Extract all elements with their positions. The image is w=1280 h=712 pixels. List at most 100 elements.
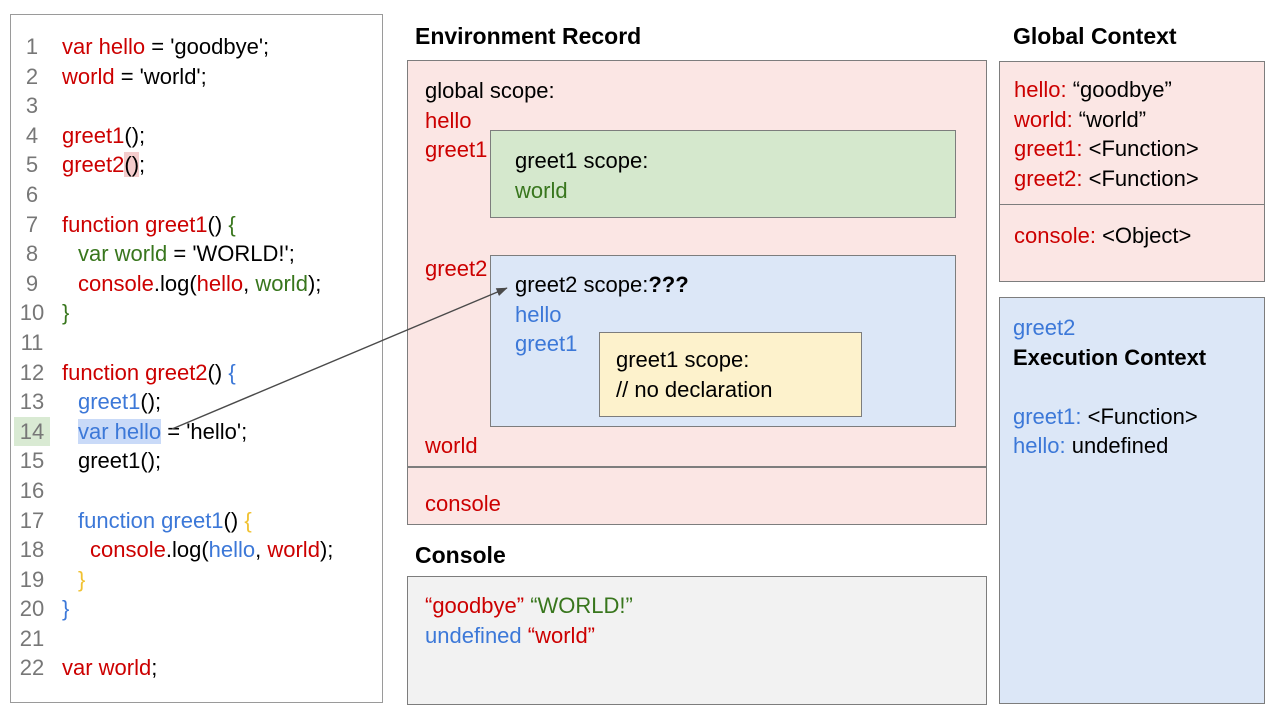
env-var-hello: hello (425, 108, 472, 133)
code-line: 1 var hello = 'goodbye'; (14, 32, 382, 62)
greet2-scope-var-greet1: greet1 (515, 331, 578, 356)
code-line: 8 var world = 'WORLD!'; (14, 239, 382, 269)
code-text: greet2(); (62, 152, 146, 178)
global-context-title: Global Context (1013, 23, 1177, 49)
code-text: function greet2() { (62, 359, 236, 385)
global-scope-label: global scope: (425, 78, 555, 103)
greet2-scope-title-line: greet2 scope:??? (515, 270, 955, 300)
code-line: 10} (14, 298, 382, 328)
code-text: function greet1() { (78, 507, 252, 533)
code-text: var world = 'WORLD!'; (78, 241, 295, 267)
context-entry: world: “world” (1014, 106, 1147, 132)
code-line: 4 greet1(); (14, 121, 382, 151)
code-text: greet1(); (78, 389, 162, 415)
line-number: 21 (19, 625, 45, 651)
context-entry: greet1: <Function> (1013, 403, 1198, 429)
code-line: 7 function greet1() { (14, 210, 382, 240)
code-text: } (78, 566, 86, 592)
greet2-scope-question-marks: ??? (648, 272, 689, 297)
code-line: 6 (14, 180, 382, 210)
code-text: console.log(hello, world); (90, 537, 334, 563)
line-number: 14 (14, 416, 50, 447)
code-line: 2 world = 'world'; (14, 62, 382, 92)
code-text: world = 'world'; (62, 63, 207, 89)
line-number: 11 (20, 329, 44, 355)
environment-record-title: Environment Record (415, 23, 642, 49)
code-line: 13 greet1(); (14, 387, 382, 417)
code-text: } (62, 300, 70, 326)
line-number: 18 (19, 537, 45, 563)
execution-context-box: greet2 Execution Context greet1: <Functi… (999, 297, 1265, 704)
context-entry: hello: “goodbye” (1014, 77, 1172, 102)
console-output-line: “goodbye” “WORLD!” (425, 593, 633, 618)
line-number: 2 (25, 63, 39, 89)
code-line: 19} (14, 565, 382, 595)
env-var-world: world (425, 433, 478, 458)
context-entry: greet1: <Function> (1014, 136, 1199, 161)
line-number: 10 (19, 300, 45, 326)
code-text: console.log(hello, world); (78, 270, 322, 296)
code-text: var world; (62, 655, 158, 681)
inner-greet1-scope-box: greet1 scope: // no declaration (599, 332, 862, 417)
code-line: 17 function greet1() { (14, 506, 382, 536)
line-number: 19 (19, 566, 45, 592)
code-line: 20} (14, 594, 382, 624)
line-number: 16 (19, 477, 45, 503)
code-line: 16 (14, 476, 382, 506)
code-line: 15 greet1(); (14, 446, 382, 476)
line-number: 17 (19, 507, 45, 533)
console-var-box: console (407, 467, 987, 525)
greet1-scope-var-world: world (515, 177, 568, 203)
code-line: 22 var world; (14, 653, 382, 683)
global-context-console-section: console: <Object> (1000, 205, 1264, 251)
line-number: 22 (19, 655, 45, 681)
code-text: var hello = 'goodbye'; (62, 34, 270, 59)
code-text: greet1(); (62, 122, 146, 148)
console-output-box: “goodbye” “WORLD!” undefined “world” (407, 576, 987, 705)
execution-context-entries: greet1: <Function> hello: undefined (1013, 402, 1264, 461)
code-line: 9 console.log(hello, world); (14, 269, 382, 299)
line-number: 9 (25, 270, 39, 296)
code-text: } (62, 596, 70, 622)
line-number: 15 (19, 448, 45, 474)
line-number: 13 (19, 389, 45, 415)
console-output-line: undefined “world” (425, 622, 596, 648)
code-text: greet1(); (78, 448, 162, 474)
line-number: 7 (25, 211, 39, 237)
inner-greet1-scope-title: greet1 scope: (616, 347, 750, 372)
line-number: 12 (19, 359, 45, 385)
console-title: Console (415, 542, 506, 568)
line-number: 1 (25, 34, 39, 59)
code-text: function greet1() { (62, 211, 236, 237)
global-context-variables: hello: “goodbye” world: “world” greet1: <F… (1000, 62, 1264, 205)
env-var-greet1: greet1 (425, 137, 488, 162)
env-var-console: console (425, 491, 501, 516)
code-text: var hello = 'hello'; (78, 418, 248, 444)
line-number: 20 (19, 596, 45, 622)
line-number: 3 (25, 93, 39, 119)
code-line: 21 (14, 624, 382, 654)
code-line: 3 (14, 91, 382, 121)
execution-context-title: Execution Context (1013, 344, 1207, 370)
global-context-box: hello: “goodbye” world: “world” greet1: <F… (999, 61, 1265, 282)
context-entry: greet2: <Function> (1014, 165, 1199, 191)
inner-greet1-scope-comment: // no declaration (616, 376, 773, 402)
execution-context-fn-name: greet2 (1013, 315, 1076, 340)
spacer (1013, 372, 1264, 402)
line-number: 8 (25, 241, 39, 267)
code-editor-panel: 1 var hello = 'goodbye'; 2 world = 'world';… (10, 14, 383, 703)
greet1-scope-box: greet1 scope: world (490, 130, 956, 218)
greet2-scope-title: greet2 scope: (515, 272, 649, 297)
greet2-scope-var-hello: hello (515, 301, 562, 327)
code-line: 11 (14, 328, 382, 358)
context-entry: console: <Object> (1014, 222, 1192, 248)
code-line: 12 function greet2() { (14, 358, 382, 388)
line-number: 4 (25, 122, 39, 148)
line-number: 6 (25, 181, 39, 207)
env-var-greet2: greet2 (425, 256, 488, 281)
code-line: 18 console.log(hello, world); (14, 535, 382, 565)
context-entry: hello: undefined (1013, 433, 1169, 458)
code-line: 14 var hello = 'hello'; (14, 416, 382, 447)
